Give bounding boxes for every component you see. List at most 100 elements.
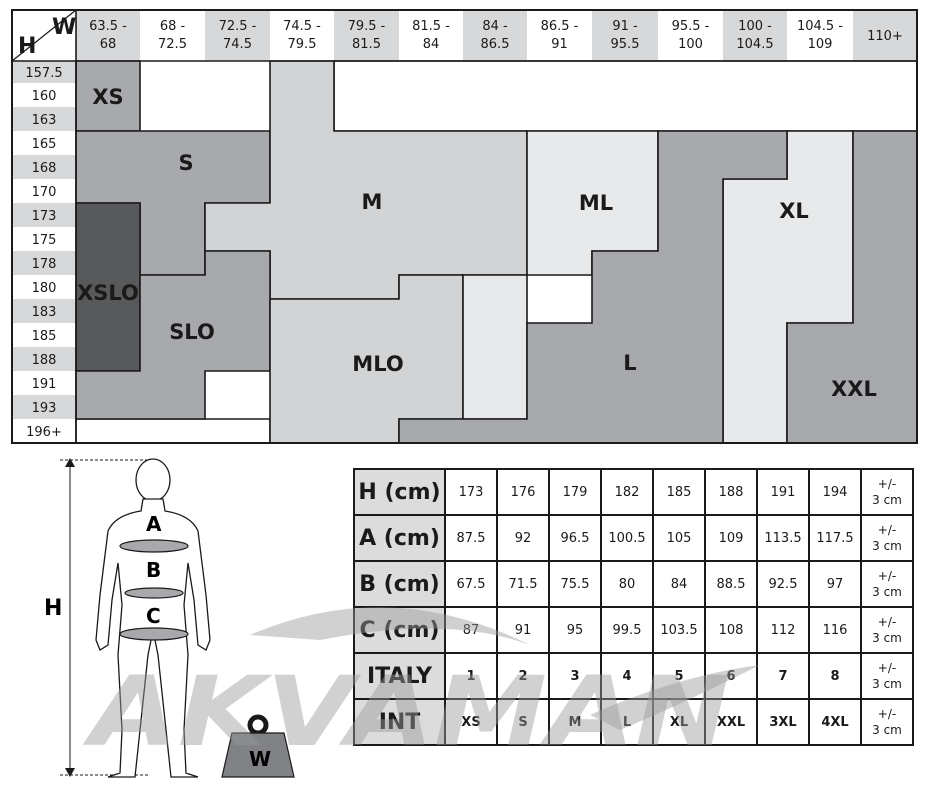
weight-tick-label: 91 - [612, 19, 638, 34]
weight-tick-label: 86.5 [481, 37, 510, 52]
height-label-cell [12, 419, 76, 443]
tolerance-cell: +/-3 cm [860, 652, 914, 700]
corner-h-label: H [18, 34, 36, 59]
table-cell: 112 [756, 606, 810, 654]
table-cell: 88.5 [704, 560, 758, 608]
weight-tick-label: 74.5 - [283, 19, 321, 34]
table-cell: L [600, 698, 654, 746]
weight-tick-label: 86.5 - [541, 19, 579, 34]
table-cell: 6 [704, 652, 758, 700]
table-cell: 97 [808, 560, 862, 608]
table-cell: 182 [600, 468, 654, 516]
weight-header-cell [527, 10, 592, 61]
height-tick-label: 163 [32, 113, 57, 128]
waist-ring [124, 587, 184, 599]
height-label: H [44, 596, 62, 621]
weight-tick-label: 68 [100, 37, 117, 52]
chest-label: A [146, 512, 162, 536]
height-tick-label: 183 [32, 305, 57, 320]
size-zone-slo [75, 250, 271, 420]
table-cell: 96.5 [548, 514, 602, 562]
table-cell: 5 [652, 652, 706, 700]
height-label-cell [12, 179, 76, 203]
row-header: C (cm) [353, 606, 446, 654]
table-cell: 173 [444, 468, 498, 516]
tolerance-text: 3 cm [872, 677, 902, 691]
height-label-cell [12, 251, 76, 275]
tolerance-cell: +/-3 cm [860, 514, 914, 562]
size-label-xl: XL [779, 199, 809, 223]
height-label-cell [12, 155, 76, 179]
weight-header-cell [787, 10, 853, 61]
table-cell: 185 [652, 468, 706, 516]
hip-label: C [146, 604, 161, 628]
table-cell: 1 [444, 652, 498, 700]
weight-tick-label: 81.5 - [412, 19, 450, 34]
table-cell: 92 [496, 514, 550, 562]
height-label-cell [12, 371, 76, 395]
height-tick-label: 165 [32, 137, 57, 152]
height-label-cell [12, 395, 76, 419]
weight-tick-label: 81.5 [352, 37, 381, 52]
table-cell: M [548, 698, 602, 746]
weight-tick-label: 100 - [738, 19, 772, 34]
height-label-cell [12, 131, 76, 155]
weight-tick-label: 63.5 - [89, 19, 127, 34]
size-label-ml: ML [579, 191, 613, 215]
table-cell: XS [444, 698, 498, 746]
height-tick-label: 160 [32, 89, 57, 104]
weight-tick-label: 68 - [160, 19, 186, 34]
height-label-cell [12, 323, 76, 347]
table-cell: 80 [600, 560, 654, 608]
table-cell: 87 [444, 606, 498, 654]
weight-header-cell [463, 10, 527, 61]
row-header: A (cm) [353, 514, 446, 562]
weight-tick-label: 72.5 - [219, 19, 257, 34]
tolerance-cell: +/-3 cm [860, 698, 914, 746]
weight-header-cell [658, 10, 723, 61]
size-label-l: L [623, 351, 636, 375]
size-label-m: M [362, 190, 383, 214]
weight-tick-label: 84 [423, 37, 440, 52]
table-cell: 99.5 [600, 606, 654, 654]
height-tick-label: 191 [32, 377, 57, 392]
table-cell: 105 [652, 514, 706, 562]
tolerance-text: 3 cm [872, 493, 902, 507]
weight-tick-label: 104.5 [736, 37, 773, 52]
table-cell: 3XL [756, 698, 810, 746]
size-label-xs: XS [92, 85, 123, 109]
table-cell: 188 [704, 468, 758, 516]
tolerance-text: +/- [877, 569, 897, 583]
row-header: INT [353, 698, 446, 746]
height-label-cell [12, 275, 76, 299]
height-label-cell [12, 227, 76, 251]
weight-header-cell [592, 10, 658, 61]
table-cell: 4XL [808, 698, 862, 746]
table-cell: 71.5 [496, 560, 550, 608]
table-cell: 91 [496, 606, 550, 654]
height-tick-label: 173 [32, 209, 57, 224]
size-label-mlo: MLO [352, 352, 403, 376]
tolerance-text: +/- [877, 523, 897, 537]
row-header: ITALY [353, 652, 446, 700]
table-cell: 67.5 [444, 560, 498, 608]
table-cell: 108 [704, 606, 758, 654]
height-tick-label: 175 [32, 233, 57, 248]
weight-header-cell [399, 10, 463, 61]
table-cell: 8 [808, 652, 862, 700]
height-tick-label: 168 [32, 161, 57, 176]
weight-tick-label: 95.5 - [672, 19, 710, 34]
height-label-cell [12, 83, 76, 107]
height-tick-label: 170 [32, 185, 57, 200]
weight-tick-label: 74.5 [223, 37, 252, 52]
table-cell: 194 [808, 468, 862, 516]
table-cell: 113.5 [756, 514, 810, 562]
height-label-cell [12, 347, 76, 371]
